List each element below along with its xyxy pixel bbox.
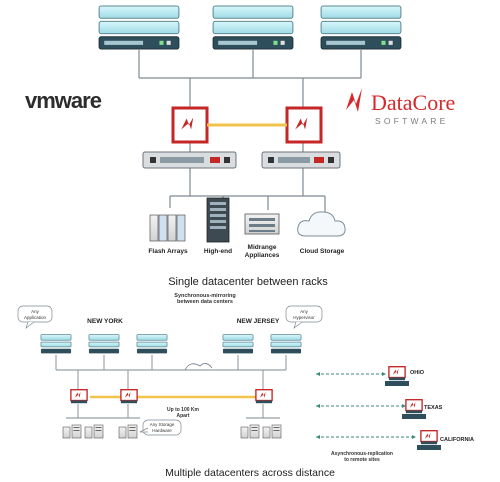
- any-application-bubble: Any Application: [17, 305, 53, 329]
- any-storage-hardware-bubble: Any Storage Hardware: [139, 419, 182, 436]
- bottom-connection-lines: [55, 355, 287, 419]
- svg-text:Any Storage: Any Storage: [150, 422, 175, 427]
- nj-server-2: [270, 334, 302, 354]
- nj-storage-1: [240, 424, 260, 439]
- nj-server-1: [222, 334, 254, 354]
- datacore-logo: DataCore SOFTWARE: [346, 88, 455, 126]
- cloud-storage-icon: [297, 211, 346, 237]
- ny-datacore-node-2: [121, 390, 137, 404]
- remote-site-california: CALIFORNIA: [316, 431, 474, 450]
- async-replication-label-1: Asynchronous-replication: [331, 451, 393, 457]
- svg-text:DataCore: DataCore: [371, 90, 455, 115]
- remote-site-texas: TEXAS: [316, 400, 443, 419]
- svg-text:Hypervisor: Hypervisor: [293, 315, 315, 320]
- label-cloud-storage: Cloud Storage: [300, 248, 345, 255]
- caption-multiple-datacenters: Multiple datacenters across distance: [165, 467, 335, 479]
- distance-label-2: Apart: [176, 413, 189, 419]
- ny-server-3: [136, 334, 168, 354]
- datacore-node-left: [171, 106, 209, 144]
- svg-text:Application: Application: [24, 315, 47, 320]
- ny-datacore-node-1: [71, 390, 87, 404]
- switch-left: [142, 151, 237, 169]
- datacore-node-right: [285, 106, 323, 144]
- vmware-logo: vmware: [22, 84, 112, 115]
- server-rack-right: [320, 5, 402, 50]
- ny-server-2: [88, 334, 120, 354]
- nj-storage-2: [262, 424, 282, 439]
- label-high-end: High-end: [204, 248, 232, 255]
- svg-text:Any: Any: [31, 309, 40, 314]
- bottom-section: Synchronous-mirroring between data cente…: [17, 293, 474, 479]
- svg-text:Any: Any: [300, 309, 309, 314]
- sync-mirroring-label-1: Synchronous-mirroring: [174, 293, 235, 299]
- ny-storage-3: [118, 424, 138, 439]
- remote-site-ohio: OHIO: [316, 367, 425, 386]
- top-section: Flash Arrays High-end Midrange Appliance…: [98, 5, 402, 288]
- switch-right: [261, 151, 341, 169]
- distance-label-1: Up to 100 Km: [167, 407, 200, 413]
- site-new-jersey: NEW JERSEY: [237, 318, 280, 325]
- high-end-storage-icon: [206, 197, 230, 243]
- caption-single-datacenter: Single datacenter between racks: [168, 276, 328, 288]
- svg-text:vmware: vmware: [25, 88, 102, 113]
- site-new-york: NEW YORK: [87, 318, 123, 325]
- server-rack-left: [98, 5, 180, 50]
- async-replication-label-2: to remote sites: [344, 457, 380, 463]
- sync-mirroring-label-2: between data centers: [177, 299, 233, 305]
- svg-text:Hardware: Hardware: [152, 428, 172, 433]
- label-flash-arrays: Flash Arrays: [148, 248, 188, 255]
- datacore-logo-mark: [346, 88, 362, 112]
- svg-text:OHIO: OHIO: [410, 370, 425, 376]
- label-appliances: Appliances: [245, 252, 280, 259]
- any-hypervisor-bubble: Any Hypervisor: [285, 305, 323, 329]
- svg-text:CALIFORNIA: CALIFORNIA: [440, 437, 474, 443]
- ny-storage-1: [62, 424, 82, 439]
- ny-storage-2: [84, 424, 104, 439]
- flash-arrays-icon: [149, 214, 186, 242]
- svg-text:TEXAS: TEXAS: [424, 405, 443, 411]
- svg-text:SOFTWARE: SOFTWARE: [375, 116, 448, 126]
- label-midrange: Midrange: [248, 244, 277, 251]
- nj-datacore-node: [256, 390, 272, 404]
- ny-server-1: [40, 334, 72, 354]
- server-rack-center: [212, 5, 294, 50]
- midrange-appliance-icon: [244, 213, 280, 235]
